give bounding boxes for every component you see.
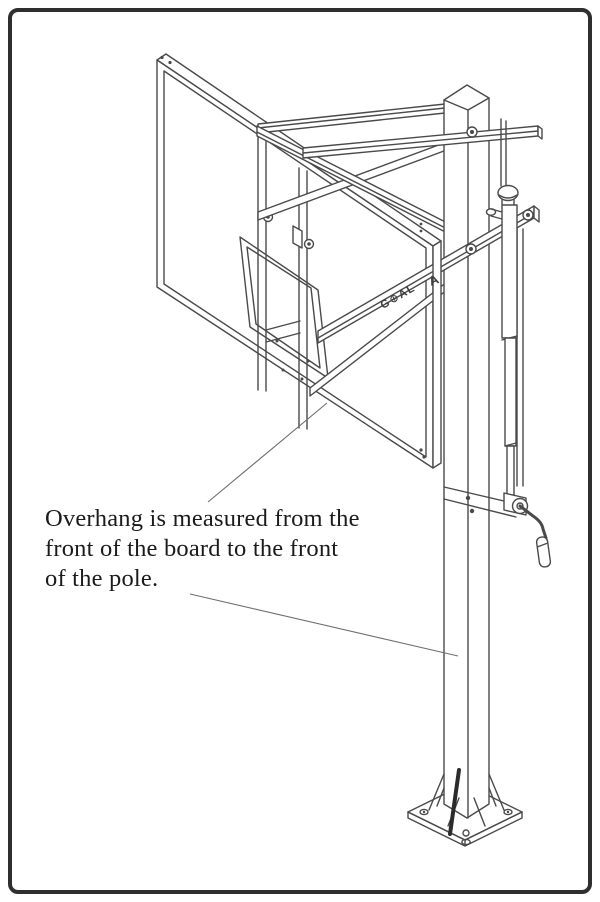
bolt-dot [419,222,423,226]
support-arms-front: G⊕AL [302,125,543,344]
bolt-head [469,247,473,251]
bolt-dot [160,55,164,60]
overhang-annotation: Overhang is measured from the front of t… [45,504,425,594]
bolt-dot [422,455,426,459]
shooter-square-inner [246,246,321,369]
brace-right [298,167,308,430]
bolt-head [470,130,474,134]
pole-body [443,84,490,819]
anchor-hole [419,808,429,816]
anchor-bolt [422,810,426,814]
anchor-hole-front [461,838,471,846]
bolt-dot [419,229,423,233]
bracket-bolt [465,495,471,501]
upper-arm-right-edge [302,130,539,154]
actuator-upper-rod [500,118,507,189]
bracket-back-bars [516,227,524,487]
base-plate [407,768,523,847]
crank-arm [518,504,548,540]
mount-bolt-dot [281,368,285,372]
actuator-tube-upper [501,204,518,339]
crank-grip-group [535,536,552,568]
leader-line-board [207,402,328,503]
upper-arm-end-cap [537,125,543,140]
anchor-bolt [506,810,510,814]
crank-handle-grip [535,536,552,568]
annotation-line-2: front of the board to the front [45,535,339,562]
pole [443,84,490,819]
bolt-head [526,213,530,217]
pole-weld-seam [448,768,461,836]
mount-bolt-dot [300,377,304,381]
anchor-hole [503,808,513,816]
bracket-bolt [469,508,475,514]
actuator-peg-links [490,208,503,220]
crank-pivot-hub [516,502,524,510]
lower-arm-right-edge [317,212,535,339]
leader-line-pole [189,593,459,657]
lower-arm-end-cap [533,205,540,223]
actuator-tube-mid [504,337,517,447]
base-gussets [428,773,505,827]
backboard-side-face [432,240,442,469]
actuator-knob-neck [501,199,515,206]
actuator-knob-line [498,194,518,199]
annotation-line-1: Overhang is measured from the [45,505,360,532]
annotation-line-3: of the pole. [45,565,159,592]
bolt-dot [168,60,172,65]
elevator-mechanism [443,118,552,568]
mount-bolt-dot [275,339,279,343]
upper-arm-left-edge [257,107,446,129]
crank-grip-line [537,542,548,548]
anchor-bolt-front [462,829,470,837]
bolt-head [307,242,311,246]
actuator-tube-lower [506,445,515,496]
cross-arm-edge [256,131,466,239]
brace-clamp-block [292,225,303,249]
bolt-dot [419,448,423,452]
